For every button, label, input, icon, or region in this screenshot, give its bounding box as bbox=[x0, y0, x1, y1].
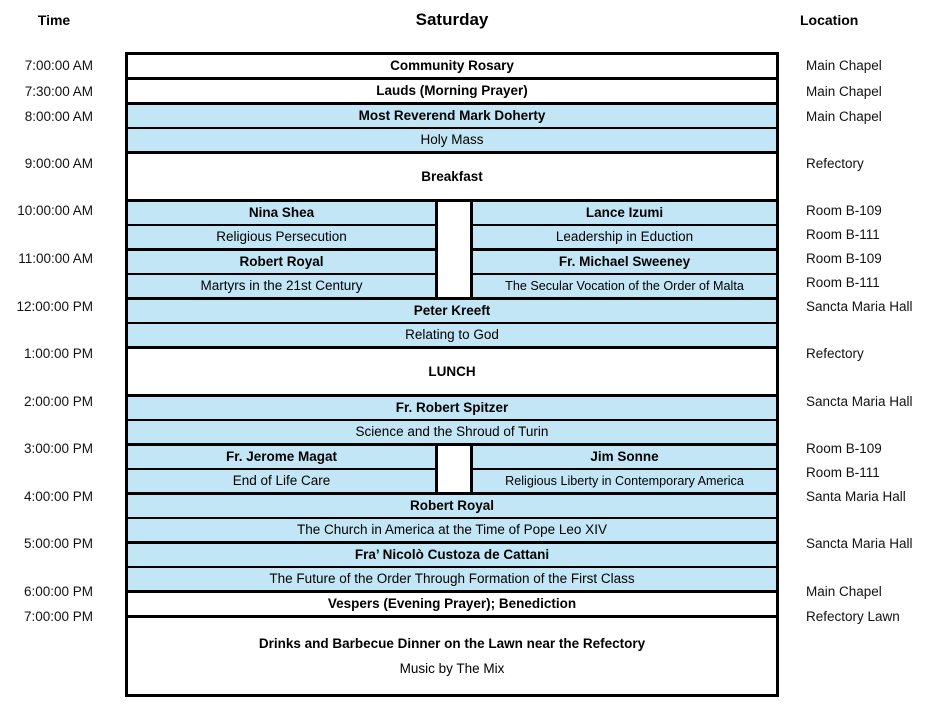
location-label: Santa Maria Hall bbox=[806, 489, 906, 504]
location-label: Sancta Maria Hall bbox=[806, 299, 913, 314]
session-title-cell[interactable]: Religious Persecution bbox=[128, 226, 435, 248]
dinner-cell[interactable]: Drinks and Barbecue Dinner on the Lawn n… bbox=[128, 618, 776, 694]
time-label: 5:00:00 PM bbox=[23, 536, 93, 551]
location-label: Main Chapel bbox=[806, 584, 882, 599]
session-title-cell[interactable]: The Future of the Order Through Formatio… bbox=[128, 568, 776, 590]
session-title-cell[interactable]: Relating to God bbox=[128, 324, 776, 346]
time-label: 6:00:00 PM bbox=[23, 584, 93, 599]
time-label: 11:00:00 AM bbox=[18, 251, 93, 266]
location-label: Main Chapel bbox=[806, 84, 882, 99]
time-label: 3:00:00 PM bbox=[23, 441, 93, 456]
session-speaker-cell[interactable]: Nina Shea bbox=[128, 202, 435, 224]
session-title-cell[interactable]: Science and the Shroud of Turin bbox=[128, 421, 776, 443]
schedule-grid: Community Rosary Lauds (Morning Prayer) … bbox=[125, 52, 779, 697]
location-label: Refectory bbox=[806, 156, 864, 171]
location-label: Room B-111 bbox=[806, 465, 880, 480]
location-label: Sancta Maria Hall bbox=[806, 536, 913, 551]
session-speaker-cell[interactable]: Fr. Jerome Magat bbox=[128, 446, 435, 468]
time-column: 7:00:00 AM 7:30:00 AM 8:00:00 AM 9:00:00… bbox=[0, 0, 115, 727]
session-cell[interactable]: Lauds (Morning Prayer) bbox=[128, 80, 776, 102]
session-speaker-cell[interactable]: Most Reverend Mark Doherty bbox=[128, 105, 776, 127]
location-label: Room B-109 bbox=[806, 203, 882, 218]
time-label: 8:00:00 AM bbox=[24, 109, 93, 124]
session-title-cell[interactable]: The Church in America at the Time of Pop… bbox=[128, 519, 776, 541]
location-label: Room B-109 bbox=[806, 251, 882, 266]
time-label: 7:00:00 AM bbox=[24, 58, 93, 73]
location-column: Main Chapel Main Chapel Main Chapel Refe… bbox=[806, 0, 943, 727]
time-label: 4:00:00 PM bbox=[23, 489, 93, 504]
dinner-line-2: Music by The Mix bbox=[399, 660, 505, 676]
session-speaker-cell[interactable]: Fr. Robert Spitzer bbox=[128, 397, 776, 419]
header-time: Time bbox=[37, 12, 71, 28]
location-label: Room B-111 bbox=[806, 227, 880, 242]
time-label: 12:00:00 PM bbox=[16, 299, 93, 314]
time-label: 10:00:00 AM bbox=[17, 203, 93, 218]
location-label: Room B-109 bbox=[806, 441, 882, 456]
session-title-cell[interactable]: End of Life Care bbox=[128, 470, 435, 492]
column-headers: Time Saturday Location bbox=[0, 8, 943, 34]
location-label: Refectory Lawn bbox=[806, 609, 900, 624]
session-cell[interactable]: Community Rosary bbox=[128, 55, 776, 77]
location-label: Main Chapel bbox=[806, 58, 882, 73]
location-label: Refectory bbox=[806, 346, 864, 361]
session-title-cell[interactable]: Religious Liberty in Contemporary Americ… bbox=[473, 470, 776, 492]
session-speaker-cell[interactable]: Fr. Michael Sweeney bbox=[473, 251, 776, 273]
session-cell[interactable]: Vespers (Evening Prayer); Benediction bbox=[128, 593, 776, 615]
session-cell[interactable]: LUNCH bbox=[128, 349, 776, 394]
session-speaker-cell[interactable]: Peter Kreeft bbox=[128, 300, 776, 322]
session-speaker-cell[interactable]: Jim Sonne bbox=[473, 446, 776, 468]
session-title-cell[interactable]: Leadership in Eduction bbox=[473, 226, 776, 248]
dinner-line-1: Drinks and Barbecue Dinner on the Lawn n… bbox=[258, 635, 646, 651]
header-day: Saturday bbox=[415, 10, 489, 29]
time-label: 9:00:00 AM bbox=[24, 156, 93, 171]
time-label: 1:00:00 PM bbox=[23, 346, 93, 361]
session-cell[interactable]: Breakfast bbox=[128, 154, 776, 199]
session-speaker-cell[interactable]: Fra’ Nicolò Custoza de Cattani bbox=[128, 544, 776, 566]
time-label: 7:30:00 AM bbox=[24, 84, 93, 99]
session-title-cell[interactable]: Holy Mass bbox=[128, 129, 776, 151]
session-speaker-cell[interactable]: Robert Royal bbox=[128, 251, 435, 273]
time-label: 2:00:00 PM bbox=[23, 394, 93, 409]
time-label: 7:00:00 PM bbox=[23, 609, 93, 624]
location-label: Main Chapel bbox=[806, 109, 882, 124]
location-label: Sancta Maria Hall bbox=[806, 394, 913, 409]
session-speaker-cell[interactable]: Robert Royal bbox=[128, 495, 776, 517]
session-title-cell[interactable]: The Secular Vocation of the Order of Mal… bbox=[473, 275, 776, 297]
session-title-cell[interactable]: Martyrs in the 21st Century bbox=[128, 275, 435, 297]
location-label: Room B-111 bbox=[806, 275, 880, 290]
header-location: Location bbox=[800, 12, 859, 28]
session-speaker-cell[interactable]: Lance Izumi bbox=[473, 202, 776, 224]
